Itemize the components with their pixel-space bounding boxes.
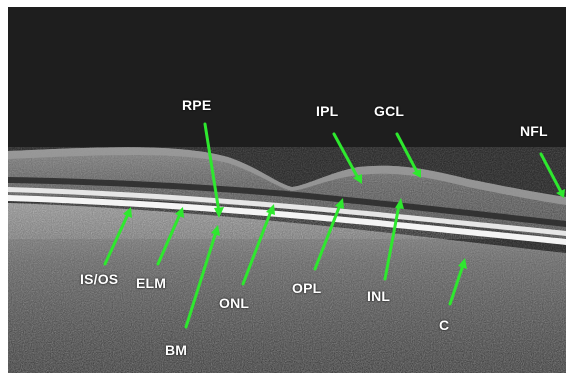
label-bm: BM xyxy=(165,343,187,357)
label-elm: ELM xyxy=(136,276,166,290)
label-gcl: GCL xyxy=(374,104,404,118)
label-onl: ONL xyxy=(219,296,249,310)
label-ipl: IPL xyxy=(316,104,338,118)
oct-scan-graphic xyxy=(8,7,566,373)
label-inl: INL xyxy=(367,289,390,303)
oct-scan-image xyxy=(8,7,566,373)
label-opl: OPL xyxy=(292,281,321,295)
label-is-os: IS/OS xyxy=(80,272,118,286)
label-c: C xyxy=(439,318,449,332)
label-rpe: RPE xyxy=(182,98,211,112)
label-nfl: NFL xyxy=(520,124,548,138)
